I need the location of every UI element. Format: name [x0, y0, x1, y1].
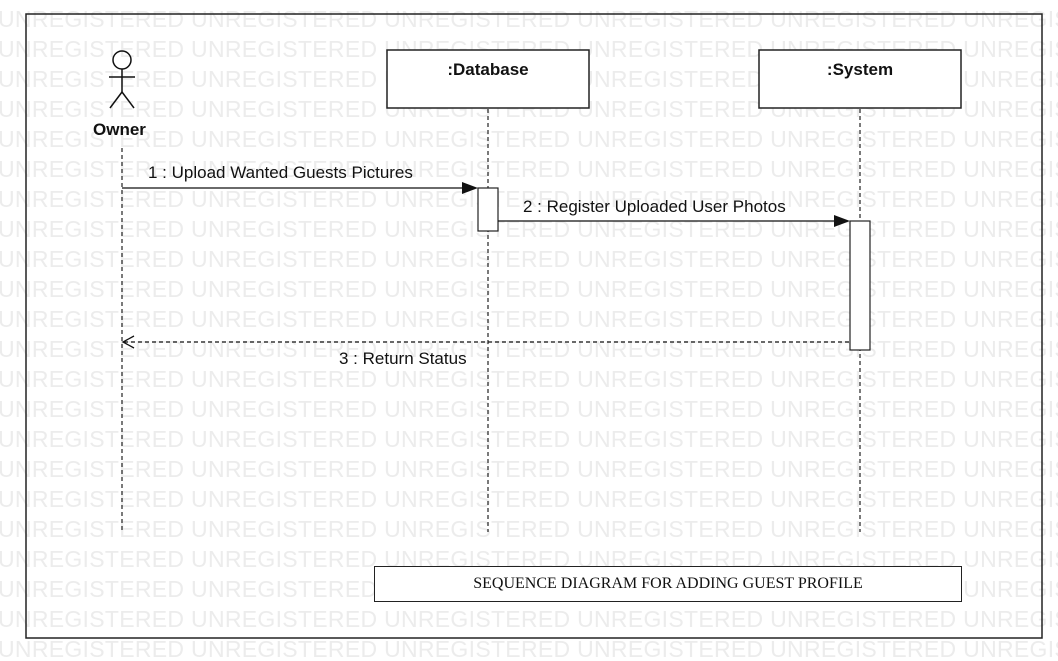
owner-actor-label: Owner	[93, 120, 146, 139]
message-1-arrow[interactable]	[122, 182, 478, 194]
message-3-label: 3 : Return Status	[339, 349, 467, 368]
system-activation-bar	[849, 220, 871, 351]
database-lifeline-box[interactable]	[386, 49, 590, 109]
message-2-label: 2 : Register Uploaded User Photos	[523, 197, 786, 216]
database-activation-bar	[477, 187, 499, 232]
database-lifeline-title: :Database	[447, 60, 529, 79]
owner-actor-icon	[109, 50, 135, 109]
diagram-caption: SEQUENCE DIAGRAM FOR ADDING GUEST PROFIL…	[374, 566, 962, 602]
message-2-arrow[interactable]	[498, 215, 850, 227]
message-3-return-arrow[interactable]	[121, 335, 850, 349]
system-lifeline-title: :System	[826, 60, 894, 79]
diagram-caption-text: SEQUENCE DIAGRAM FOR ADDING GUEST PROFIL…	[473, 575, 863, 592]
message-1-label: 1 : Upload Wanted Guests Pictures	[148, 163, 413, 182]
system-lifeline-box[interactable]	[758, 49, 962, 109]
diagram-frame	[25, 13, 1043, 639]
